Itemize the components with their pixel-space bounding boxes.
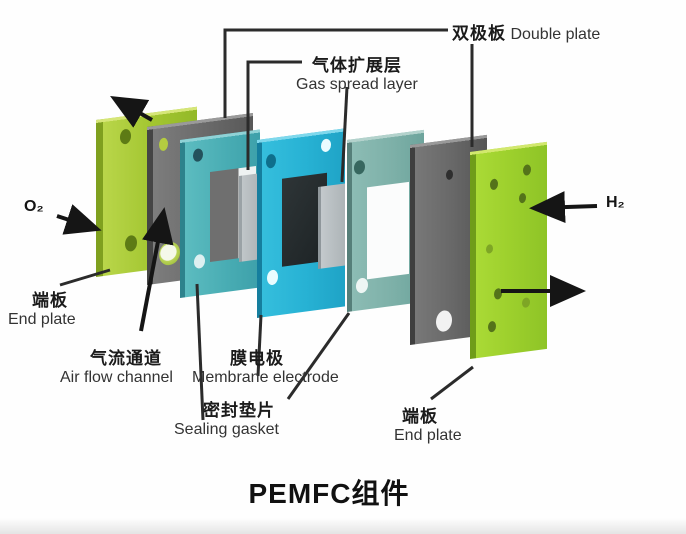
- label-end-plate-right: 端板 End plate: [394, 402, 462, 445]
- label-double-plate-en: Double plate: [510, 26, 601, 43]
- label-oxygen: O₂: [24, 198, 44, 215]
- label-gas-spread-layer: 气体扩展层 Gas spread layer: [296, 51, 418, 94]
- sealing-gasket-leader-right: [286, 312, 351, 400]
- double-plate-leader-left: [223, 28, 448, 118]
- label-double-plate-zh: 双极板: [452, 24, 506, 43]
- membrane-electrode-leader: [256, 314, 263, 377]
- label-air-flow-channel: 气流通道 Air flow channel: [60, 344, 173, 387]
- gas-spread-leader-right: [340, 86, 349, 183]
- label-end-plate-left-zh: 端板: [32, 291, 68, 310]
- air-flow-channel-arrow: [139, 207, 174, 332]
- label-end-plate-left: 端板 End plate: [8, 286, 76, 329]
- label-sealing-gasket: 密封垫片 Sealing gasket: [174, 396, 279, 439]
- label-membrane-electrode: 膜电极 Membrane electrode: [192, 344, 339, 387]
- oxygen-inlet-arrow: [56, 204, 102, 235]
- hydrogen-inlet-arrow: [529, 191, 598, 224]
- label-end-plate-right-en: End plate: [394, 427, 462, 444]
- gas-spread-leader-left: [246, 60, 302, 170]
- label-air-flow-channel-zh: 气流通道: [90, 349, 162, 368]
- diagram-title: PEMFC组件: [248, 478, 410, 509]
- label-membrane-electrode-en: Membrane electrode: [192, 369, 339, 386]
- end-plate-leader-left: [59, 268, 111, 287]
- label-sealing-gasket-zh: 密封垫片: [203, 401, 275, 420]
- label-gas-spread-layer-zh: 气体扩展层: [311, 56, 402, 75]
- sealing-gasket-leader-left: [195, 283, 205, 421]
- exhaust-arrow-up-left: [110, 96, 153, 128]
- label-membrane-electrode-zh: 膜电极: [230, 349, 284, 368]
- label-air-flow-channel-en: Air flow channel: [60, 369, 173, 386]
- label-gas-spread-layer-en: Gas spread layer: [296, 76, 418, 93]
- label-sealing-gasket-en: Sealing gasket: [174, 421, 279, 438]
- label-double-plate: 双极板 Double plate: [452, 19, 600, 44]
- label-end-plate-left-en: End plate: [8, 311, 76, 328]
- end-plate-leader-right: [430, 365, 474, 401]
- label-end-plate-right-zh: 端板: [402, 407, 438, 426]
- label-hydrogen: H₂: [606, 194, 625, 211]
